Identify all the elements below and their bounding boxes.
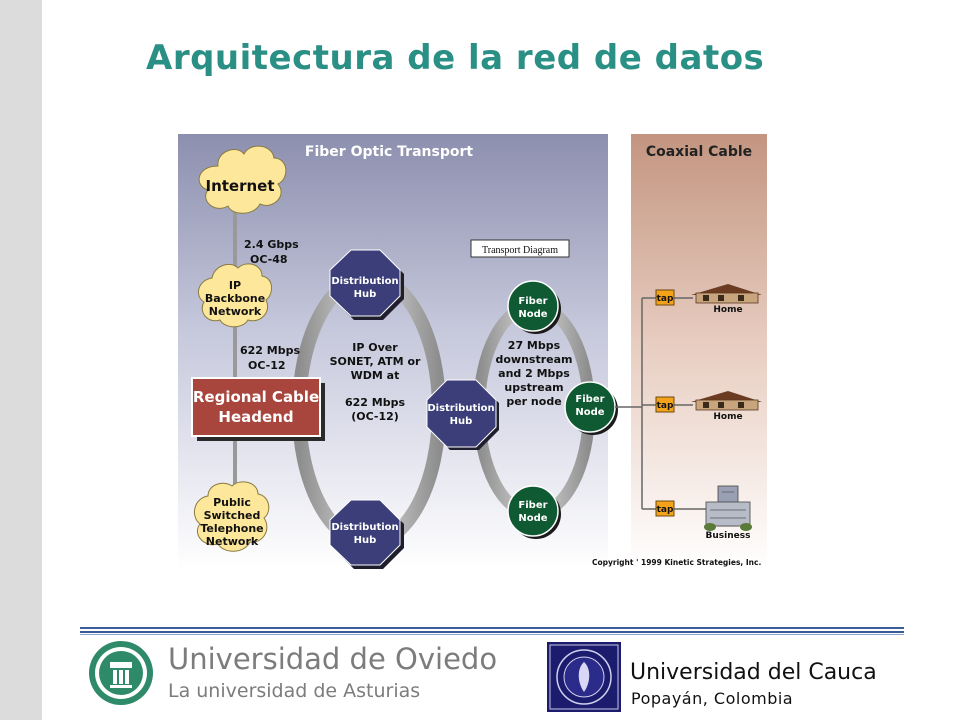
transport-diagram: Fiber Optic Transport Coaxial Cable Tran…: [178, 134, 780, 574]
transport-diagram-tag: [470, 239, 570, 258]
node-right-label-1: Fiber: [575, 394, 604, 405]
node-text-5: per node: [506, 395, 561, 408]
hub-top-label-2: Hub: [354, 289, 377, 300]
coaxial-cable-header: Coaxial Cable: [646, 144, 752, 160]
hub-bottom-label-1: Distribution: [331, 522, 398, 533]
ip-backbone-cloud: IP Backbone Network: [197, 263, 272, 328]
node-top-label-1: Fiber: [518, 296, 547, 307]
cauca-university-name: Universidad del Cauca: [630, 660, 877, 685]
home-icon-2: [691, 391, 762, 411]
internet-cloud: Internet: [198, 145, 287, 214]
coax-distribution-lines: [615, 297, 706, 510]
distribution-hub-middle: Distribution Hub: [426, 379, 499, 450]
hub-middle-label-1: Distribution: [427, 403, 494, 414]
node-text-2: downstream: [496, 353, 573, 366]
ring-text-3: WDM at: [351, 369, 400, 382]
node-text-3: and 2 Mbps: [498, 367, 570, 380]
footer-rule-3: [80, 634, 904, 635]
pstn-label-1: Public: [213, 496, 251, 509]
oviedo-university-name: Universidad de Oviedo: [168, 642, 498, 676]
oviedo-crest-icon: [89, 641, 153, 705]
business-building-icon: [704, 485, 752, 531]
link-backbone-speed: 622 Mbps: [240, 344, 300, 357]
ip-backbone-label-2: Backbone: [205, 292, 265, 305]
tap-2-label: tap: [657, 401, 674, 411]
node-text-1: 27 Mbps: [508, 339, 561, 352]
pstn-label-3: Telephone: [200, 522, 263, 535]
tap-1: tap: [655, 289, 675, 306]
home-icon-1: [691, 284, 762, 304]
node-bottom-label-1: Fiber: [518, 500, 547, 511]
oviedo-logo: Universidad de Oviedo La universidad de …: [88, 638, 508, 710]
tap-2: tap: [655, 396, 675, 413]
pstn-cloud: Public Switched Telephone Network: [193, 481, 270, 552]
ip-backbone-label-3: Network: [209, 305, 262, 318]
footer-rule-2: [80, 631, 904, 633]
fiber-node-top: Fiber Node: [507, 280, 561, 334]
node-top-label-2: Node: [518, 309, 547, 320]
headend-label-2: Headend: [218, 408, 293, 426]
slide-title: Arquitectura de la red de datos: [146, 38, 765, 78]
ring-text-5: (OC-12): [351, 410, 399, 423]
hub-middle-label-2: Hub: [450, 416, 473, 427]
ring-text-2: SONET, ATM or: [330, 355, 421, 368]
fiber-node-right: Fiber Node: [564, 381, 618, 435]
internet-label: Internet: [205, 177, 274, 195]
link-internet-oc: OC-48: [250, 253, 288, 266]
coaxial-cable-panel: [631, 134, 767, 570]
ring-text-4: 622 Mbps: [345, 396, 405, 409]
distribution-hub-top: Distribution Hub: [329, 249, 404, 320]
ring-text-1: IP Over: [352, 341, 398, 354]
cauca-seal: [547, 642, 621, 712]
fiber-node-bottom: Fiber Node: [507, 485, 561, 539]
hub-bottom-label-2: Hub: [354, 535, 377, 546]
tap-3: tap: [655, 500, 675, 517]
ip-backbone-label-1: IP: [229, 279, 241, 292]
tap-3-label: tap: [657, 505, 674, 515]
regional-cable-headend: Regional Cable Headend: [191, 377, 325, 441]
hub-top-label-1: Distribution: [331, 276, 398, 287]
node-right-label-2: Node: [575, 407, 604, 418]
node-bottom-label-2: Node: [518, 513, 547, 524]
business-label: Business: [706, 531, 751, 541]
distribution-hub-bottom: Distribution Hub: [329, 499, 404, 569]
link-internet-speed: 2.4 Gbps: [244, 238, 299, 251]
transport-diagram-label: Transport Diagram: [482, 245, 558, 256]
home-label-2: Home: [713, 412, 742, 422]
fiber-optic-header: Fiber Optic Transport: [305, 144, 473, 160]
headend-label-1: Regional Cable: [193, 388, 319, 406]
pstn-label-4: Network: [206, 535, 259, 548]
node-text-4: upstream: [504, 381, 563, 394]
copyright-text: Copyright ' 1999 Kinetic Strategies, Inc…: [592, 558, 761, 567]
pstn-label-2: Switched: [204, 509, 261, 522]
oviedo-university-tagline: La universidad de Asturias: [168, 680, 421, 702]
tap-1-label: tap: [657, 294, 674, 304]
cauca-university-location: Popayán, Colombia: [631, 689, 794, 708]
link-backbone-oc: OC-12: [248, 359, 286, 372]
home-label-1: Home: [713, 305, 742, 315]
footer-rule-1: [80, 627, 904, 629]
cauca-seal-icon: [547, 642, 621, 712]
left-accent-band: [0, 0, 42, 720]
